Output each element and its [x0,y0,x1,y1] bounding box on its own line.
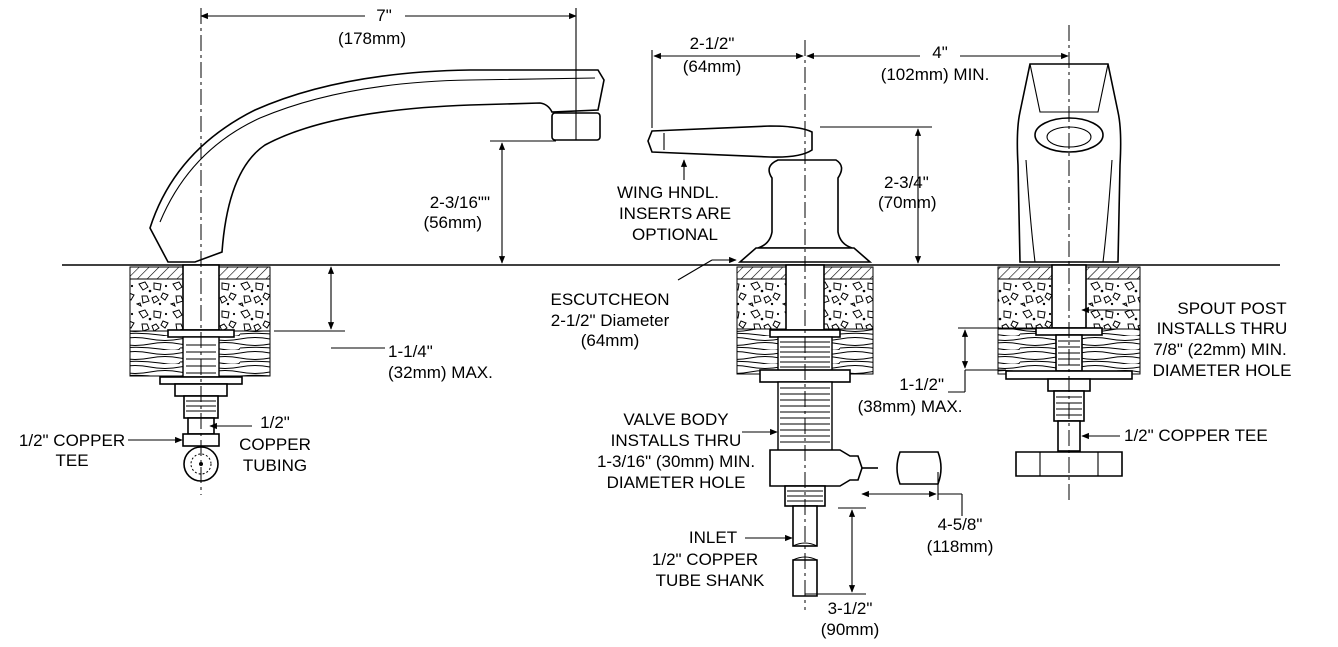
valve-outlet-tee [769,449,863,487]
label-spout-2: INSTALLS THRU [1157,319,1288,338]
label-118mm: (118mm) [927,537,994,556]
label-spout-4: DIAMETER HOLE [1153,361,1292,380]
label-3-1-2: 3-1/2" [828,599,873,618]
spout-body [149,69,605,263]
spout-post-dimensions: 1-1/2" (38mm) MAX. SPOUT POST INSTALLS T… [858,299,1292,445]
label-56mm: (56mm) [423,213,482,232]
label-valve-1: VALVE BODY [623,410,728,429]
label-2-1-2: 2-1/2" [690,34,735,53]
label-copper-tubing-2: COPPER [239,435,311,454]
inlet-tube-end [792,559,818,597]
spout-dimensions: 7" (178mm) 2-3/16"" (56mm) 1-1/4" (32mm)… [19,5,577,475]
label-32mm-max: (32mm) MAX. [388,363,493,382]
outlet-copper-tube [896,451,942,485]
spout-edge-line [159,77,596,223]
label-copper-tee-left-1: 1/2" COPPER [19,431,125,450]
label-escutcheon-1: ESCUTCHEON [550,290,669,309]
label-valve-2: INSTALLS THRU [611,431,742,450]
escutcheon [737,247,873,263]
label-inlet-3: TUBE SHANK [656,571,765,590]
label-escutcheon-3: (64mm) [581,331,640,350]
label-1-1-4: 1-1/4" [388,342,433,361]
label-4-5-8: 4-5/8" [938,515,983,534]
label-inlet-2: 1/2" COPPER [652,550,758,569]
valve-assembly [647,40,942,610]
label-copper-tee-left-2: TEE [55,451,88,470]
label-wing-1: WING HNDL. [617,183,719,202]
label-2-3-4: 2-3/4" [884,173,929,192]
label-copper-tee-right: 1/2" COPPER TEE [1124,426,1268,445]
label-102mm-min: (102mm) MIN. [881,65,990,84]
label-wing-2: INSERTS ARE [619,204,731,223]
label-copper-tubing-1: 1/2" [260,413,290,432]
label-90mm: (90mm) [821,620,880,639]
label-4in: 4" [932,43,948,62]
spout-assembly [129,8,605,495]
label-spout-3: 7/8" (22mm) MIN. [1153,340,1287,359]
label-valve-4: DIAMETER HOLE [607,473,746,492]
label-70mm: (70mm) [878,193,937,212]
label-1-1-2: 1-1/2" [899,375,944,394]
label-inlet-1: INLET [689,528,737,547]
label-2-3-16: 2-3/16"" [430,193,490,212]
label-178mm: (178mm) [338,29,406,48]
label-escutcheon-2: 2-1/2" Diameter [551,311,670,330]
spout-post-assembly [997,25,1141,500]
label-copper-tubing-3: TUBING [243,456,307,475]
label-valve-3: 1-3/16" (30mm) MIN. [597,452,755,471]
label-38mm-max: (38mm) MAX. [858,397,963,416]
label-wing-3: OPTIONAL [632,225,718,244]
valve-dimensions: 2-1/2" (64mm) 4" (102mm) MIN. WING HNDL.… [550,34,1069,639]
label-spout-1: SPOUT POST [1177,299,1286,318]
label-7in: 7" [376,6,392,25]
label-64mm: (64mm) [683,57,742,76]
wing-handle [647,125,813,158]
